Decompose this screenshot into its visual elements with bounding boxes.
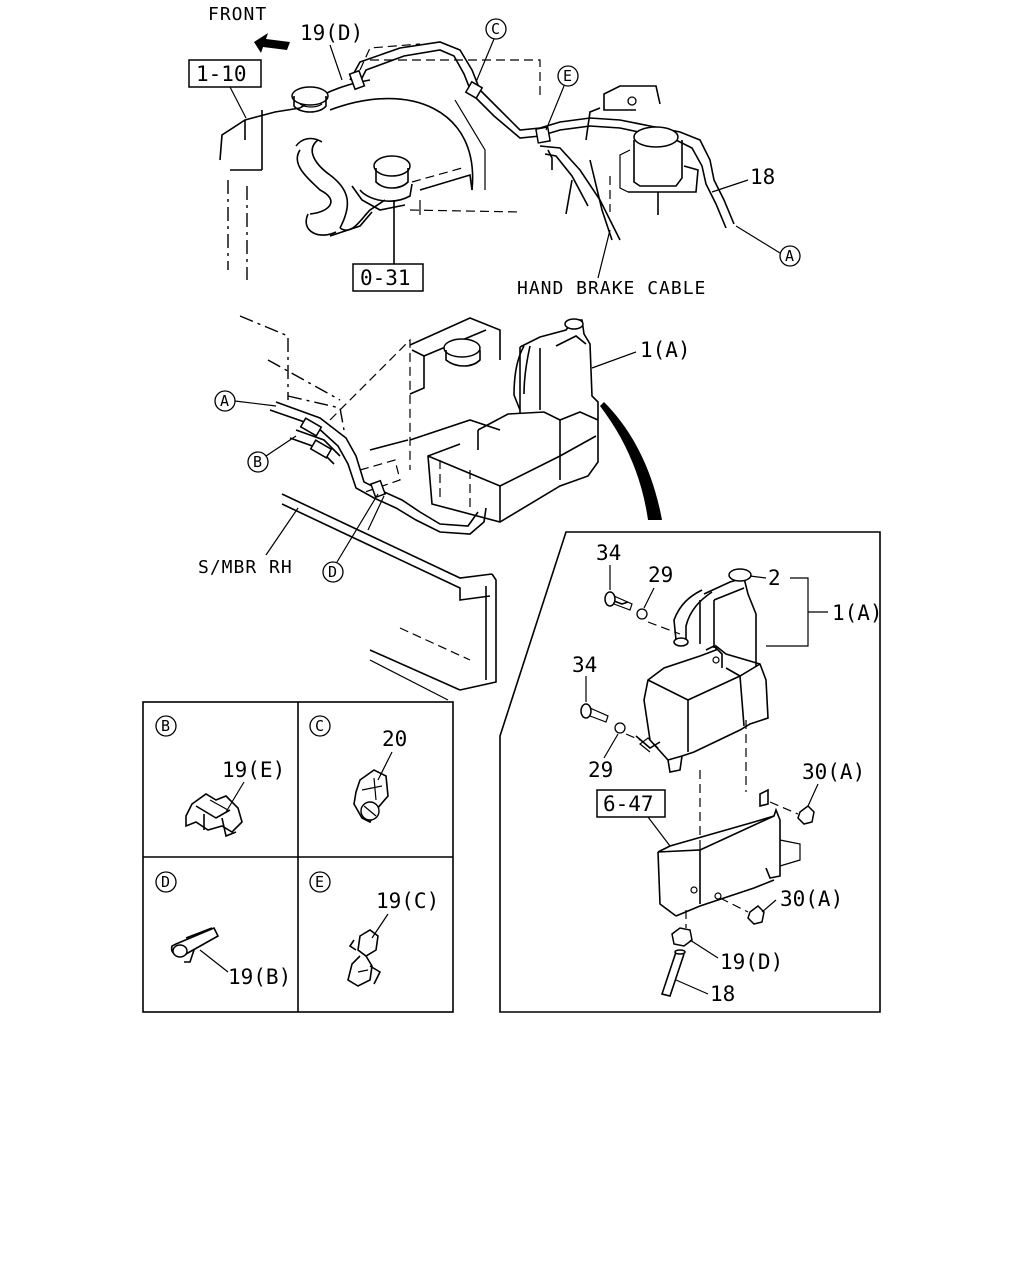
ref-box-1-10 xyxy=(188,59,262,88)
radiator-assembly xyxy=(219,41,735,280)
callout-e-box-letter: E xyxy=(315,873,324,891)
callout-b-box xyxy=(155,715,177,737)
callout-a-top-letter: A xyxy=(785,247,794,265)
callout-b-mid-letter: B xyxy=(253,453,262,471)
part-19d-top-label: 19(D) xyxy=(300,21,363,45)
part-18-bottom-label: 18 xyxy=(710,982,735,1006)
part-34-lower-label: 34 xyxy=(572,653,597,677)
frame-and-reservoir xyxy=(239,315,599,701)
callout-d-box xyxy=(155,871,177,893)
clip-d-cell: D 19(B) xyxy=(155,871,291,989)
callout-e-box xyxy=(309,871,331,893)
front-label: FRONT xyxy=(208,4,267,25)
callout-e-top xyxy=(557,65,579,87)
detail-labels: 34 29 2 1(A) 34 29 30(A) 6-47 30(A) 19(D… xyxy=(572,541,883,1006)
part-30a-upper-label: 30(A) xyxy=(802,760,865,784)
callout-d-mid xyxy=(322,561,344,583)
callout-b-mid xyxy=(247,451,269,473)
detail-arrow-icon xyxy=(600,402,662,520)
front-indicator: FRONT xyxy=(208,4,290,53)
ref-box-6-47 xyxy=(596,789,666,818)
part-34-upper-label: 34 xyxy=(596,541,621,565)
part-2-label: 2 xyxy=(768,566,781,590)
smbr-label: S/MBR RH xyxy=(198,557,293,578)
clip-c-cell: C 20 xyxy=(309,715,407,824)
part-18-top-label: 18 xyxy=(750,165,775,189)
part-29-lower-label: 29 xyxy=(588,758,613,782)
callout-b-box-letter: B xyxy=(161,717,170,735)
part-19e-label: 19(E) xyxy=(222,758,285,782)
callout-a-mid-letter: A xyxy=(220,392,229,410)
callout-e-top-letter: E xyxy=(563,67,572,85)
part-19c-label: 19(C) xyxy=(376,889,439,913)
ref-0-31-label: 0-31 xyxy=(360,266,411,290)
middle-labels: 1(A) A B S/MBR RH D xyxy=(198,338,691,583)
front-arrow-icon xyxy=(254,33,290,53)
callout-a-top xyxy=(779,245,801,267)
part-20-label: 20 xyxy=(382,727,407,751)
part-30a-lower-label: 30(A) xyxy=(780,887,843,911)
ref-box-0-31 xyxy=(352,263,424,292)
clip-b-cell: B 19(E) xyxy=(155,715,285,838)
callout-c-top-letter: C xyxy=(491,20,500,38)
callout-d-mid-letter: D xyxy=(328,563,337,581)
part-19b-label: 19(B) xyxy=(228,965,291,989)
part-1a-detail-label: 1(A) xyxy=(832,601,883,625)
callout-c-box xyxy=(309,715,331,737)
part-1a-main-label: 1(A) xyxy=(640,338,691,362)
ref-6-47-label: 6-47 xyxy=(603,792,654,816)
part-19d-bottom-label: 19(D) xyxy=(720,950,783,974)
callout-c-top xyxy=(485,18,507,40)
callout-c-box-letter: C xyxy=(315,717,324,735)
clip-detail-grid xyxy=(142,701,454,1013)
hand-brake-cable-label: HAND BRAKE CABLE xyxy=(517,278,706,299)
top-labels: 1-10 19(D) C E 18 A 0-31 HAND BRAKE CABL… xyxy=(188,18,801,299)
clip-e-cell: E 19(C) xyxy=(309,871,439,987)
reservoir-detail-panel xyxy=(499,531,881,1013)
part-29-upper-label: 29 xyxy=(648,563,673,587)
callout-d-box-letter: D xyxy=(161,873,170,891)
ref-1-10-label: 1-10 xyxy=(196,62,247,86)
